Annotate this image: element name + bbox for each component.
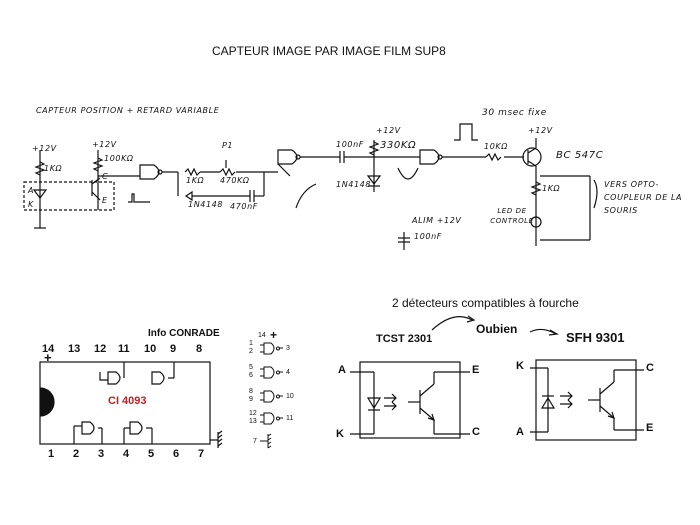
ic-notch [39,387,55,417]
label-d2: 1N4148 [336,180,372,189]
detector2-diode [540,396,556,409]
ic-info: Info CONRADE [148,328,220,339]
ic-top-pin: 11 [118,343,130,355]
label-r2: 100KΩ [104,154,134,163]
ic-top-pin: 13 [68,343,81,355]
label-r1: 1KΩ [44,164,63,173]
ic-bottom-pin: 6 [173,448,180,460]
ic-top-pin: 10 [144,343,157,355]
d2-pin-a: A [516,426,524,438]
gate-input-pin: 1 [249,340,253,347]
label-r6: 10KΩ [484,142,508,151]
gate-input-pin: 12 [249,410,257,417]
output-note: VERS OPTO-COUPLEUR DE LA SOURIS [604,180,683,215]
label-d1: 1N4148 [188,200,224,209]
gate-output-pin: 4 [286,369,290,376]
ic-bottom-pin: 7 [198,448,205,460]
ic-bottom-pin: 2 [73,448,80,460]
label-v2: +12V [92,140,117,149]
sensor-box [23,181,115,211]
label-a: A [28,186,35,195]
ic-top-pin: 14 [42,343,55,355]
led-symbol [530,216,542,228]
gate-output-pin: 3 [286,345,290,352]
label-p1: P1 [222,141,234,150]
d1-pin-k: K [336,428,344,440]
gate-input-pin: 6 [249,372,253,379]
nand-gate-symbol [139,164,160,180]
pulse-note: 30 msec fixe [482,108,547,118]
transistor-symbol [522,147,542,167]
pulse-30ms [454,123,478,141]
pulse-shape [397,167,419,180]
label-cap3: 100nF [414,232,442,241]
gate-input-pin: 2 [249,348,253,355]
label-transistor: BC 547C [556,150,604,161]
gate-output-pin: 10 [286,393,294,400]
detectors-caption: 2 détecteurs compatibles à fourche [392,296,579,310]
arrow-part2 [529,328,557,335]
label-c: C [102,172,109,181]
page-title: CAPTEUR IMAGE PAR IMAGE FILM SUP8 [212,44,446,58]
label-led: LED DE CONTROLE [490,207,534,225]
d1-pin-e: E [472,364,480,376]
label-v4: +12V [528,126,553,135]
d1-pin-c: C [472,426,480,438]
gate-input-pin: 8 [249,388,253,395]
gate-input-pin: 9 [249,396,253,403]
d1-pin-a: A [338,364,346,376]
gate-input-pin: 13 [249,418,257,425]
detector-or: Oubien [476,322,518,336]
ic-top-pin: 12 [94,343,107,355]
detector1-diode [366,397,382,410]
label-r3: 1KΩ [186,176,205,185]
d2-pin-c: C [646,362,654,374]
ic-top-pin: 9 [170,343,177,355]
d2-pin-e: E [646,422,654,434]
d2-pin-k: K [516,360,524,372]
label-r4: 470KΩ [220,176,250,185]
detector-part2: SFH 9301 [566,330,625,345]
label-r7: 1KΩ [542,184,561,193]
label-v3: +12V [376,126,401,135]
gate-ground-pin: 7 [253,438,257,445]
detector-part1: TCST 2301 [376,333,433,345]
label-e: E [102,196,108,205]
gate-supply-plus: + [270,328,278,342]
ic-bottom-pin: 4 [123,448,130,460]
ic-bottom-pin: 3 [98,448,105,460]
circuit-heading: CAPTEUR POSITION + RETARD VARIABLE [36,106,220,115]
detector2-box [535,359,637,441]
resistor-symbol [34,161,46,176]
diode-symbol [32,189,48,199]
arrow-or [431,316,473,331]
ic-name: CI 4093 [108,395,147,407]
gate-output-pin: 11 [286,415,294,422]
ic-top-pin: 8 [196,343,203,355]
ic-bottom-pin: 1 [48,448,55,460]
ic-plus-sign: + [44,350,52,365]
detector1-box [359,361,461,439]
label-k: K [28,200,34,209]
gate-input-pin: 5 [249,364,253,371]
gate-supply-pin: 14 [258,332,266,339]
label-r5: 330KΩ [380,140,417,151]
label-alim: ALIM +12V [412,216,462,225]
label-v1: +12V [32,144,57,153]
ic-bottom-pin: 5 [148,448,155,460]
label-cap1: 470nF [230,202,258,211]
label-cap2: 100nF [336,140,364,149]
